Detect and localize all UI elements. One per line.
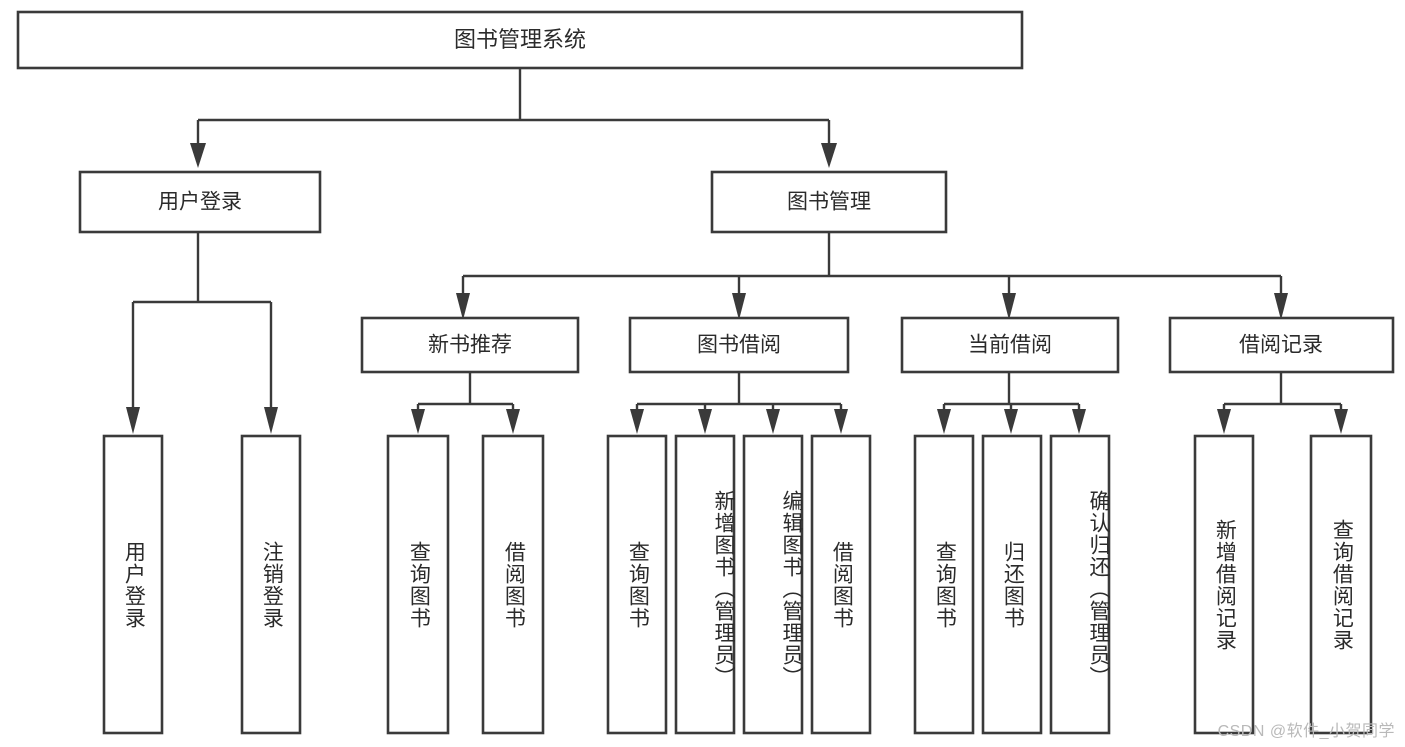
arrow-bookmanage-to-new-book — [456, 293, 470, 320]
arrow-root-to-book-manage — [821, 143, 837, 168]
arrow-bookborrow-leaf-2 — [698, 409, 712, 434]
node-new-book-recommend[interactable]: 新书推荐 — [360, 316, 580, 374]
node-new-book-recommend-box[interactable] — [360, 316, 580, 374]
arrow-root-to-user-login — [190, 143, 206, 168]
node-book-manage-box[interactable] — [710, 170, 948, 234]
leaf-new-book-2-box[interactable] — [481, 434, 545, 735]
node-book-manage[interactable]: 图书管理 — [710, 170, 948, 234]
connectors-group — [126, 68, 1348, 434]
node-borrow-record-box[interactable] — [1168, 316, 1395, 374]
node-root-system[interactable]: 图书管理系统 — [16, 10, 1024, 70]
node-book-borrow-label: 图书借阅 — [697, 334, 781, 357]
arrow-bookmanage-to-borrow-record — [1274, 293, 1288, 320]
leaf-borrow-record-1-box[interactable] — [1193, 434, 1255, 735]
leaf-book-borrow-2-box[interactable] — [674, 434, 736, 735]
arrow-userlogin-leaf-1 — [126, 407, 140, 434]
node-current-borrow-box[interactable] — [900, 316, 1120, 374]
leaf-book-borrow-1-box[interactable] — [606, 434, 668, 735]
arrow-bookborrow-leaf-3 — [766, 409, 780, 434]
leaf-current-borrow-2-box[interactable] — [981, 434, 1043, 735]
node-book-manage-label: 图书管理 — [787, 191, 871, 214]
arrow-bookborrow-leaf-4 — [834, 409, 848, 434]
node-user-login-label: 用户登录 — [158, 191, 242, 214]
leaf-user-login-2-box[interactable] — [240, 434, 302, 735]
csdn-watermark: CSDN @软件_小贺同学 — [1217, 723, 1395, 740]
arrow-currentborrow-leaf-2 — [1004, 409, 1018, 434]
arrow-borrowrecord-leaf-1 — [1217, 409, 1231, 434]
node-book-borrow-box[interactable] — [628, 316, 850, 374]
node-root-system-box[interactable] — [16, 10, 1024, 70]
arrow-bookmanage-to-current-borrow — [1002, 293, 1016, 320]
arrow-userlogin-leaf-2 — [264, 407, 278, 434]
arrow-currentborrow-leaf-3 — [1072, 409, 1086, 434]
node-borrow-record[interactable]: 借阅记录 — [1168, 316, 1395, 374]
leaf-current-borrow-1-box[interactable] — [913, 434, 975, 735]
arrow-newbook-leaf-1 — [411, 409, 425, 434]
arrow-bookborrow-leaf-1 — [630, 409, 644, 434]
node-current-borrow[interactable]: 当前借阅 — [900, 316, 1120, 374]
node-book-borrow[interactable]: 图书借阅 — [628, 316, 850, 374]
node-new-book-recommend-label: 新书推荐 — [428, 334, 512, 357]
leaf-book-borrow-4-box[interactable] — [810, 434, 872, 735]
node-current-borrow-label: 当前借阅 — [968, 334, 1052, 357]
node-root-system-label: 图书管理系统 — [454, 27, 586, 52]
leaf-book-borrow-3-box[interactable] — [742, 434, 804, 735]
arrow-bookmanage-to-book-borrow — [732, 293, 746, 320]
leaf-user-login-1-box[interactable] — [102, 434, 164, 735]
leaf-current-borrow-3-box[interactable] — [1049, 434, 1111, 735]
node-user-login-box[interactable] — [78, 170, 322, 234]
arrow-newbook-leaf-2 — [506, 409, 520, 434]
leaf-borrow-record-2-box[interactable] — [1309, 434, 1373, 735]
node-borrow-record-label: 借阅记录 — [1239, 334, 1323, 357]
arrow-currentborrow-leaf-1 — [937, 409, 951, 434]
arrow-borrowrecord-leaf-2 — [1334, 409, 1348, 434]
node-user-login[interactable]: 用户登录 — [78, 170, 322, 234]
leaf-new-book-1-box[interactable] — [386, 434, 450, 735]
